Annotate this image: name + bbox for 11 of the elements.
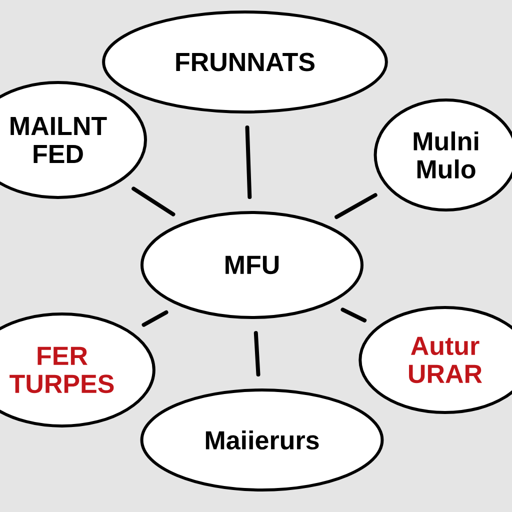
topic-oval: Mulni Mulo (374, 98, 512, 212)
connector-stroke (254, 330, 260, 377)
topic-oval: FRUNNATS (102, 10, 388, 114)
connector-stroke (340, 308, 367, 322)
connector-stroke (142, 310, 168, 327)
topic-oval: MFU (140, 211, 364, 319)
connector-stroke (334, 193, 378, 220)
connector-stroke (132, 186, 176, 216)
topic-oval: Maiierurs (140, 388, 384, 492)
topic-oval: Autur URAR (358, 306, 512, 414)
connector-stroke (245, 125, 252, 200)
